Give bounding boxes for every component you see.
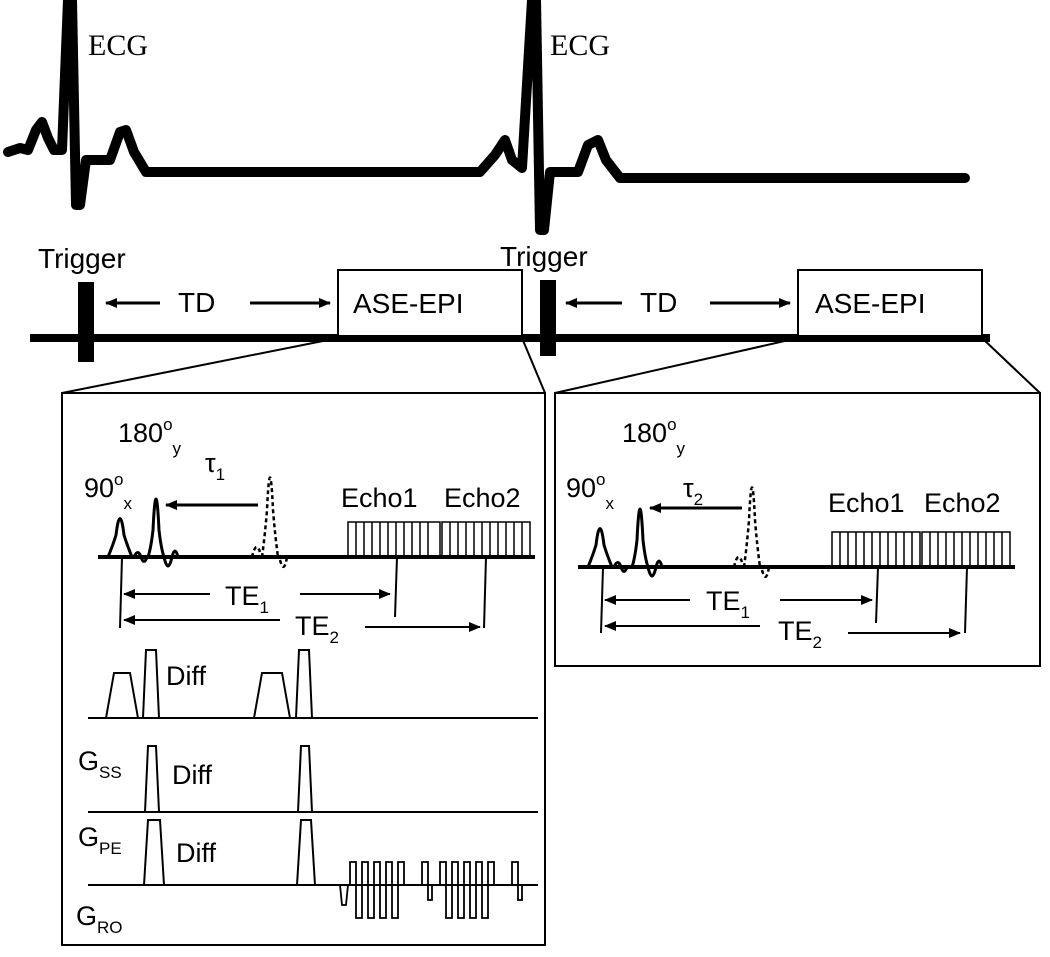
zoom-line-left-a xyxy=(61,337,339,394)
te1-tick-end-left xyxy=(394,556,398,618)
pulse-180-label-left: 180oy xyxy=(118,415,182,458)
ase-epi-label-2: ASE-EPI xyxy=(815,288,925,319)
rf-pulse-180-right xyxy=(630,507,664,578)
te-tick-start-right xyxy=(600,566,604,634)
te2-label-left: TE2 xyxy=(295,611,339,647)
pulse-180-label-right: 180oy xyxy=(622,415,686,458)
ase-epi-block-2 xyxy=(797,269,983,337)
diff-label-2: Diff xyxy=(172,760,213,790)
te-tick-start-left xyxy=(119,556,123,629)
echo2-train-left xyxy=(441,521,531,558)
te1-label-right: TE1 xyxy=(706,586,750,622)
g-ro-label: GRO xyxy=(76,901,123,937)
zoom-line-left-b xyxy=(521,337,546,394)
te2-label-right: TE2 xyxy=(778,616,822,652)
te1-tick-end-right xyxy=(875,566,879,624)
ecg-trace xyxy=(3,0,970,235)
echo2-train-right xyxy=(921,531,1011,568)
tau-label-left: τ1 xyxy=(205,448,225,484)
grad-diff-spike-2 xyxy=(295,649,313,719)
detail-panel-right xyxy=(554,392,1041,667)
trigger-bar-2 xyxy=(540,280,556,356)
zoom-line-right-a xyxy=(554,337,799,394)
g-ss-label: GSS xyxy=(78,746,122,782)
grad-gro-readout xyxy=(338,861,530,919)
grad-gss-spike-1 xyxy=(144,745,160,813)
detail-panel-left xyxy=(61,392,546,946)
zoom-line-right-b xyxy=(981,337,1041,394)
te2-tick-end-left xyxy=(483,556,487,629)
echo1-label-right: Echo1 xyxy=(828,488,905,518)
ase-epi-label-1: ASE-EPI xyxy=(353,288,463,319)
grad-gpe-trap-1 xyxy=(143,819,165,886)
diff-label-3: Diff xyxy=(176,838,217,868)
te2-tick-end-right xyxy=(964,566,968,634)
echo2-label-right: Echo2 xyxy=(924,488,1001,518)
diff-label-1: Diff xyxy=(166,661,207,691)
rf-pulse-90-right xyxy=(586,527,629,573)
trigger-label-1: Trigger xyxy=(38,243,126,274)
td-label-1: TD xyxy=(178,287,215,318)
echo2-label-left: Echo2 xyxy=(444,483,521,513)
grad-diff-trap-2 xyxy=(253,672,291,719)
grad-diff-trap-1 xyxy=(105,672,139,719)
rf-pulse-dashed-right xyxy=(732,486,771,578)
trigger-label-2: Trigger xyxy=(500,241,588,272)
ecg-label-2: ECG xyxy=(550,29,610,62)
echo1-label-left: Echo1 xyxy=(341,483,418,513)
echo1-train-right xyxy=(831,531,921,568)
grad-diff-spike-1 xyxy=(142,649,160,719)
pulse-90-label-right: 90ox xyxy=(566,470,615,513)
echo1-train-left xyxy=(347,521,441,558)
grad-gss-spike-2 xyxy=(297,745,313,813)
te1-label-left: TE1 xyxy=(225,581,269,617)
td-label-2: TD xyxy=(640,287,677,318)
rf-pulse-dashed-left xyxy=(250,476,289,568)
rf-pulse-90-left xyxy=(106,517,149,563)
ecg-label-1: ECG xyxy=(88,29,148,62)
tau-label-right: τ2 xyxy=(683,473,703,509)
pulse-90-label-left: 90ox xyxy=(84,470,133,513)
g-pe-label: GPE xyxy=(78,822,122,858)
grad-gpe-trap-2 xyxy=(296,819,316,886)
rf-pulse-180-left xyxy=(146,497,180,568)
trigger-bar-1 xyxy=(78,282,94,362)
ase-epi-block-1 xyxy=(337,269,523,337)
